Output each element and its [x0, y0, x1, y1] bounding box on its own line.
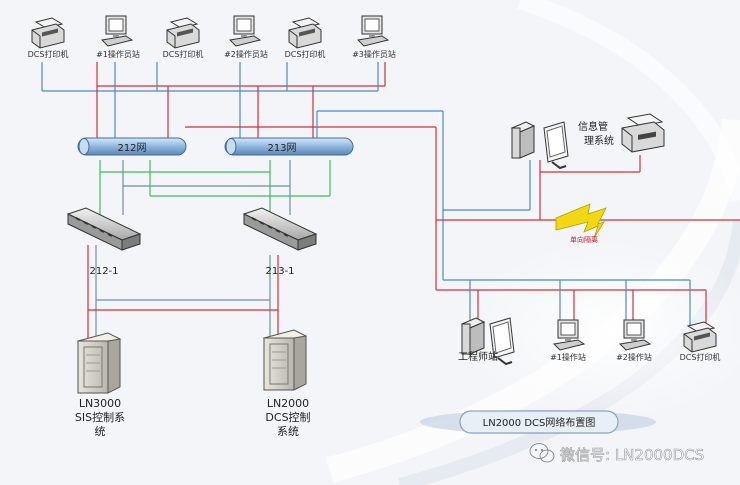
printer-icon — [683, 321, 717, 353]
dcs-label-line3: 系统 — [277, 425, 299, 438]
top-device-label: DCS打印机 — [163, 49, 204, 59]
switch-212-1-label: 212-1 — [89, 266, 118, 277]
wechat-icon — [528, 442, 556, 464]
workstation-icon — [552, 319, 586, 351]
watermark-text: 微信号: LN2000DCS — [560, 446, 704, 464]
top-device-label: DCS打印机 — [28, 49, 69, 59]
one-way-isolation: 单向隔离 — [555, 203, 607, 244]
top-device-label: #1操作员站 — [96, 49, 140, 59]
switch-213-1: 213-1 — [242, 207, 318, 277]
workstation-icon — [618, 319, 652, 351]
dcs-label-line2: DCS控制 — [265, 410, 310, 424]
dcs-control-cabinet: LN2000 DCS控制 系统 — [262, 329, 311, 438]
top-device-operator-1: #1操作员站 — [96, 15, 140, 59]
workstation-icon — [228, 15, 262, 47]
network-switch-icon — [242, 207, 318, 251]
top-device-dcs-printer-1: DCS打印机 — [28, 17, 69, 59]
bus-213: 213网 — [224, 137, 354, 156]
monitor-icon — [543, 121, 569, 170]
engineer-station-label: 工程师站 — [458, 350, 498, 363]
info-mgmt-label-line2: 理系统 — [584, 134, 614, 147]
printer-icon — [166, 17, 200, 49]
bottom-dcs-printer: DCS打印机 — [680, 321, 721, 362]
sis-label-line1: LN3000 — [79, 397, 121, 410]
workstation-icon — [356, 15, 390, 47]
bottom-operator-2: #2操作站 — [616, 319, 652, 362]
top-device-operator-2: #2操作员站 — [224, 15, 268, 59]
info-mgmt-label-line1: 信息管 — [578, 120, 608, 133]
switch-213-1-label: 213-1 — [265, 266, 294, 277]
printer-icon — [288, 17, 322, 49]
server-tower-icon — [510, 121, 536, 159]
top-device-operator-3: #3操作员站 — [352, 15, 396, 59]
printer-icon — [31, 17, 65, 49]
top-device-label: DCS打印机 — [285, 49, 326, 59]
bus-213-label: 213网 — [267, 142, 296, 154]
diagram-title-capsule: LN2000 DCS网络布置图 — [420, 410, 656, 434]
cabinet-icon — [76, 332, 122, 394]
top-device-label: #2操作员站 — [224, 49, 268, 59]
switch-212-1: 212-1 — [66, 207, 142, 277]
bottom-printer-label: DCS打印机 — [680, 352, 721, 362]
bottom-operator-1: #1操作站 — [550, 319, 586, 362]
info-management-system: 信息管 理系统 — [510, 113, 665, 170]
dcs-label-line1: LN2000 — [267, 397, 309, 410]
cables — [41, 62, 740, 345]
monitor-icon — [489, 317, 515, 366]
sis-label-line2: SIS控制系 — [75, 410, 125, 424]
bus-212-label: 212网 — [117, 142, 146, 154]
bottom-operator-2-label: #2操作站 — [616, 352, 652, 362]
lightning-bolt-icon — [555, 203, 607, 239]
sis-control-cabinet: LN3000 SIS控制系 统 — [75, 332, 125, 438]
top-device-dcs-printer-3: DCS打印机 — [285, 17, 326, 59]
watermark: 微信号: LN2000DCS — [528, 442, 704, 464]
top-device-dcs-printer-2: DCS打印机 — [163, 17, 204, 59]
workstation-icon — [100, 15, 134, 47]
cabinet-icon — [262, 329, 308, 391]
top-device-label: #3操作员站 — [352, 49, 396, 59]
server-tower-icon — [460, 317, 486, 355]
diagram-title: LN2000 DCS网络布置图 — [483, 416, 596, 429]
background-swirl — [326, 0, 740, 485]
sis-label-line3: 统 — [95, 425, 106, 438]
printer-icon — [621, 113, 665, 153]
isolation-label: 单向隔离 — [570, 235, 598, 244]
network-switch-icon — [66, 207, 142, 251]
bus-212: 212网 — [77, 137, 187, 156]
bottom-operator-1-label: #1操作站 — [550, 352, 586, 362]
engineer-station: 工程师站 — [458, 317, 515, 366]
